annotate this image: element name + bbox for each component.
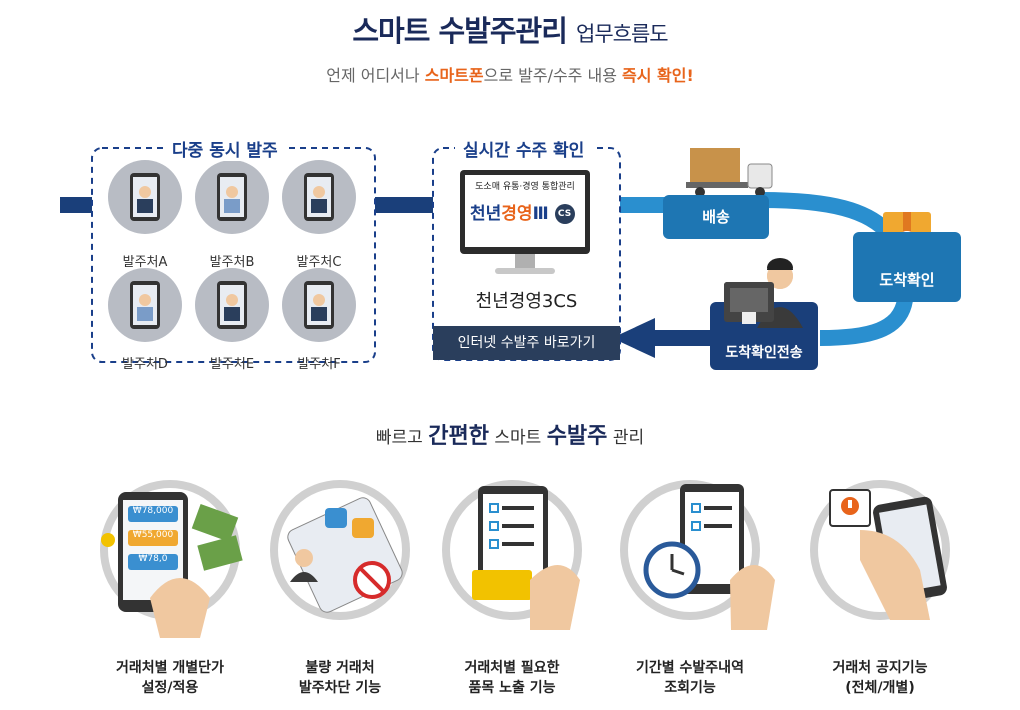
feature-history-line1: 기간별 수발주내역 [636, 660, 744, 676]
feature-block-line1: 불량 거래처 [305, 660, 375, 676]
feature-price-icon [100, 480, 243, 638]
flow-line-left [60, 197, 92, 213]
monitor-brand-a: 천년 [470, 204, 502, 224]
worker-terminal-icon [724, 259, 803, 328]
subtitle-mid: 으로 발주/수주 내용 [483, 66, 617, 85]
section2-title: 빠르고 간편한 스마트 수발주 관리 [0, 418, 1020, 450]
monitor-brand: 천년경영Ⅲ CS [470, 199, 586, 224]
price-label-2: ₩55,000 [132, 530, 174, 540]
flow-curve-bottom [819, 298, 913, 346]
phone-c-icon [282, 160, 356, 234]
feature-label-block: 불량 거래처 발주차단 기능 [255, 658, 425, 698]
section2-post: 관리 [612, 428, 645, 448]
feature-notice-line2: (전체/개별) [845, 680, 915, 696]
title-main: 스마트 수발주관리 [352, 14, 568, 48]
feature-label-price: 거래처별 개별단가 설정/적용 [85, 658, 255, 698]
subtitle-pre: 언제 어디서나 [326, 66, 420, 85]
phone-b-icon [195, 160, 269, 234]
delivery-truck-icon [686, 148, 773, 197]
phone-label-c: 발주처C [296, 255, 342, 270]
feature-label-items: 거래처별 필요한 품목 노출 기능 [427, 658, 597, 698]
price-label-1: ₩78,000 [132, 506, 174, 516]
feature-clock-icon [620, 480, 775, 630]
monitor-brand-b: 경영 [501, 204, 533, 224]
page-subtitle: 언제 어디서나 스마트폰으로 발주/수주 내용 즉시 확인! [0, 62, 1020, 86]
feature-items-line2: 품목 노출 기능 [468, 680, 556, 696]
feature-label-notice: 거래처 공지기능 (전체/개별) [795, 658, 965, 698]
phone-label-b: 발주처B [209, 255, 255, 270]
feature-block-icon [270, 480, 410, 620]
phone-d-icon [108, 268, 182, 342]
worker-overlay [724, 259, 803, 328]
flow-line-return [650, 330, 720, 346]
section2-b1: 간편한 [428, 424, 489, 449]
flow-line-middle [375, 197, 433, 213]
arrival-check-box: 도착확인 [853, 232, 961, 302]
section2-b2: 수발주 [546, 424, 608, 449]
page-title: 스마트 수발주관리 업무흐름도 [0, 8, 1020, 50]
order-group-title: 다중 동시 발주 [164, 136, 286, 161]
phone-label-e: 발주처E [209, 357, 255, 372]
phone-label-f: 발주처F [297, 357, 341, 372]
delivery-box: 배송 [663, 195, 769, 239]
phone-a-icon [108, 160, 182, 234]
internet-order-shortcut-button[interactable]: 인터넷 수발주 바로가기 [433, 326, 620, 360]
receive-group-title: 실시간 수주 확인 [455, 136, 593, 161]
feature-illustrations [100, 480, 950, 638]
order-group-box [91, 147, 376, 363]
feature-price-line2: 설정/적용 [141, 680, 199, 696]
title-sub: 업무흐름도 [576, 22, 669, 46]
price-label-3: ₩78,0 [138, 554, 168, 564]
monitor-top-text: 도소매 유통·경영 통합관리 [475, 182, 575, 192]
feature-block-line2: 발주차단 기능 [298, 680, 382, 696]
subtitle-highlight-instant: 즉시 확인! [622, 66, 694, 85]
section2-pre: 빠르고 [375, 428, 423, 448]
receive-group-box [432, 147, 621, 361]
phone-f-icon [282, 268, 356, 342]
flow-curve-top [759, 192, 897, 241]
feature-notice-line1: 거래처 공지기능 [832, 660, 928, 676]
subtitle-highlight-smartphone: 스마트폰 [424, 66, 484, 85]
monitor-badge: CS [554, 204, 575, 224]
monitor-brand-c: Ⅲ [532, 204, 549, 224]
feature-price-line1: 거래처별 개별단가 [116, 660, 224, 676]
flow-line-right [620, 197, 670, 213]
feature-notice-icon [810, 480, 950, 620]
feature-label-history: 기간별 수발주내역 조회기능 [605, 658, 775, 698]
feature-checklist-icon [442, 480, 582, 630]
phone-label-d: 발주처D [122, 357, 168, 372]
monitor-caption: 천년경영3CS [475, 291, 578, 312]
phone-e-icon [195, 268, 269, 342]
return-arrowhead [612, 318, 655, 358]
monitor-icon [460, 170, 590, 274]
feature-history-line2: 조회기능 [664, 680, 716, 696]
flow-diagram [60, 147, 931, 363]
feature-items-line1: 거래처별 필요한 [464, 660, 560, 676]
section2-mid: 스마트 [494, 428, 542, 448]
phone-label-a: 발주처A [122, 255, 168, 270]
arrival-send-label: 도착확인전송 [725, 345, 803, 361]
